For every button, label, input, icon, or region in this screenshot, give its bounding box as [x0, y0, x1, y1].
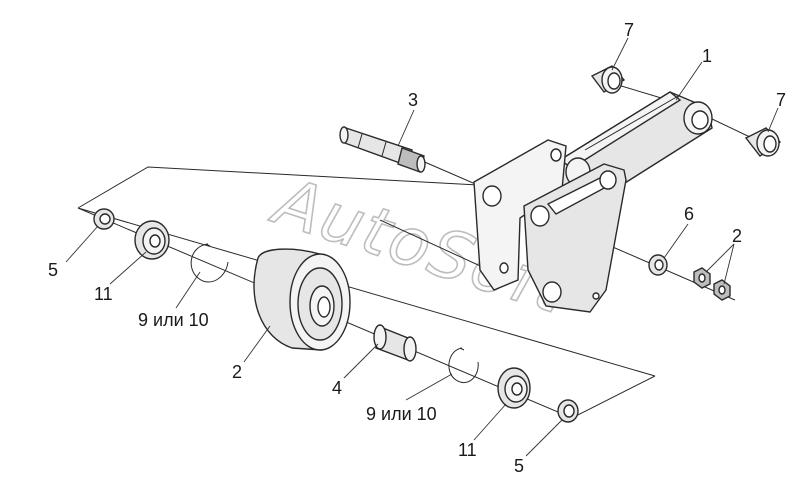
callout-1: 1 — [702, 46, 712, 66]
bearing-bottom — [497, 367, 531, 409]
callout-9-or-10-left: 9 или 10 — [138, 310, 209, 330]
callout-3: 3 — [408, 90, 418, 110]
nut-outer — [713, 279, 731, 301]
callout-9-or-10-bottom: 9 или 10 — [366, 404, 437, 424]
washer-left — [93, 208, 115, 230]
callout-7-right: 7 — [776, 90, 786, 110]
callout-2-roller: 2 — [232, 362, 242, 382]
retaining-ring-bottom — [448, 347, 479, 384]
leader-lines — [65, 37, 779, 457]
bearing-left — [134, 220, 170, 260]
sleeve — [373, 324, 417, 362]
callout-6: 6 — [684, 204, 694, 224]
callout-5-bottom: 5 — [514, 456, 524, 476]
callout-11-left: 11 — [94, 284, 113, 304]
callout-2-nuts: 2 — [732, 226, 742, 246]
bushing-right — [744, 127, 782, 157]
bushing-top — [590, 65, 626, 94]
callout-5-left: 5 — [48, 260, 58, 280]
bracket-back-plate — [473, 139, 567, 291]
callout-7-top: 7 — [624, 20, 634, 40]
washer-bottom — [557, 399, 579, 423]
roller — [253, 248, 351, 351]
retaining-ring-left — [190, 243, 229, 283]
pin-shaft — [339, 126, 426, 173]
nut-inner — [693, 267, 711, 289]
spacer — [648, 254, 668, 276]
callout-4: 4 — [332, 378, 342, 398]
bracket-front-plate — [523, 163, 627, 313]
callout-11-bottom: 11 — [458, 440, 477, 460]
